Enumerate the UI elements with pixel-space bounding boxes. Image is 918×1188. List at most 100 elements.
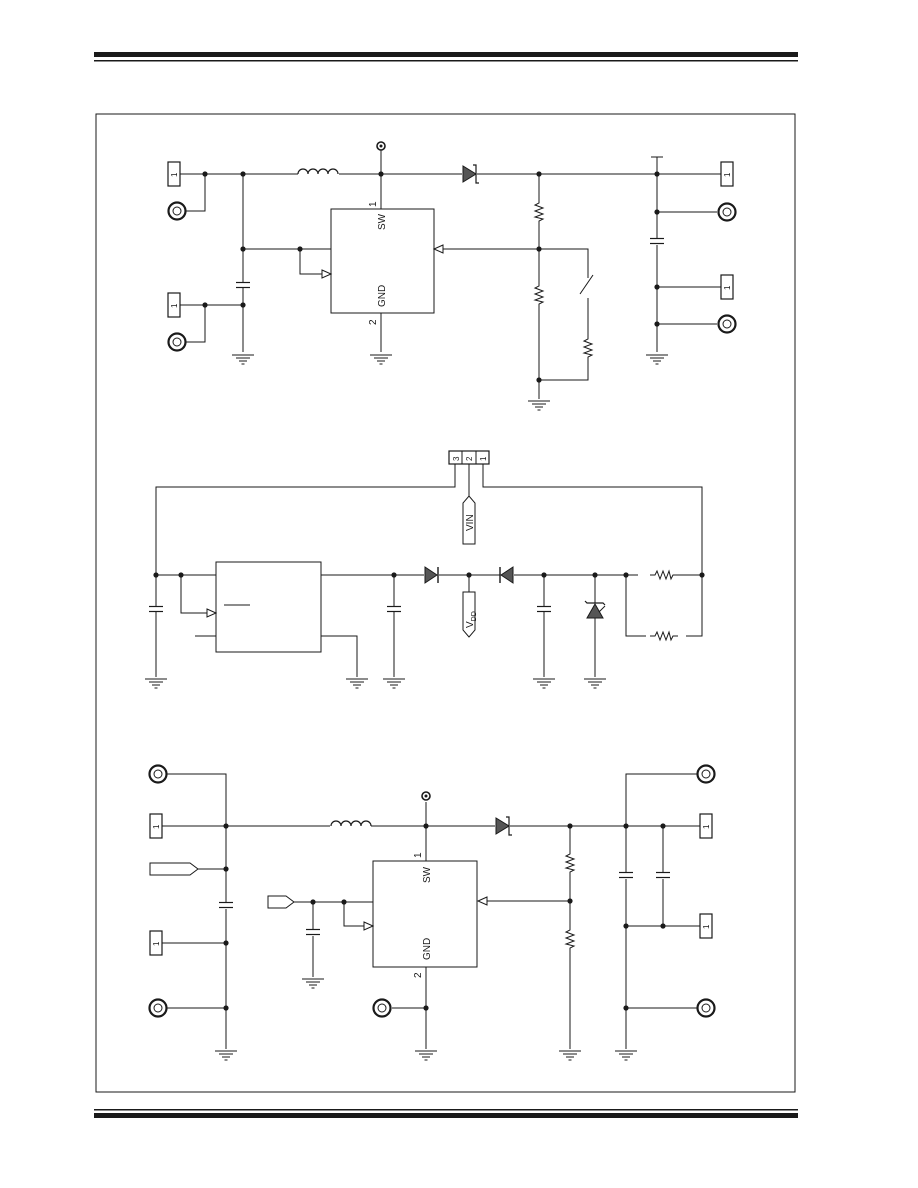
junction-dot <box>536 246 542 252</box>
svg-text:3: 3 <box>452 456 461 461</box>
ic-pin-2-number: 2 <box>368 319 379 325</box>
ic-pin-sw-label: SW <box>422 866 433 883</box>
svg-text:1: 1 <box>170 172 179 177</box>
junction-dot <box>378 171 384 177</box>
ground-icon <box>231 354 255 365</box>
single-pin-header-icon: 1 <box>149 813 163 839</box>
enable-net-flag <box>267 895 295 909</box>
test-point-ring-icon <box>696 764 716 784</box>
svg-text:VDD: VDD <box>465 611 478 628</box>
supply-circuit-middle: 3 2 1 VIN <box>144 450 705 689</box>
ic-input-arrow <box>363 921 375 931</box>
junction-dot <box>240 171 246 177</box>
junction-dot <box>699 572 705 578</box>
ground-icon <box>144 678 168 689</box>
switch-node-test-point-icon <box>421 791 431 801</box>
svg-text:1: 1 <box>702 824 711 829</box>
junction-dot <box>654 284 660 290</box>
feedback-resistor-lower <box>534 280 544 310</box>
single-pin-header-icon: 1 <box>699 913 713 939</box>
junction-dot <box>654 209 660 215</box>
junction-dot <box>660 923 666 929</box>
junction-dot <box>567 898 573 904</box>
junction-dot <box>153 572 159 578</box>
three-pin-header-icon: 3 2 1 <box>448 450 490 465</box>
junction-dot <box>297 246 303 252</box>
regulator-ic-bottom <box>372 860 478 968</box>
input-net-flag <box>149 862 199 876</box>
schottky-diode-top <box>462 164 479 184</box>
single-pin-header-icon: 1 <box>699 813 713 839</box>
ground-icon <box>214 1050 238 1061</box>
inductor-top <box>297 168 339 175</box>
junction-dot <box>240 302 246 308</box>
ic-pin-1-number: 1 <box>368 201 379 207</box>
svg-text:1: 1 <box>152 824 161 829</box>
regulator-ic-top <box>330 208 435 314</box>
ic-pin-gnd-label: GND <box>377 285 388 307</box>
junction-dot <box>541 572 547 578</box>
output-capacitor-b <box>655 871 671 879</box>
junction-dot <box>223 1005 229 1011</box>
ground-icon <box>532 678 556 689</box>
vin-net-flag: VIN <box>462 495 476 545</box>
enable-capacitor <box>305 928 321 936</box>
junction-dot <box>466 572 472 578</box>
svg-text:1: 1 <box>723 285 732 290</box>
ic-pin-2-number: 2 <box>413 972 424 978</box>
test-point-ring-icon <box>167 201 187 221</box>
input-capacitor-top <box>235 281 251 289</box>
svg-text:1: 1 <box>170 303 179 308</box>
junction-dot <box>623 823 629 829</box>
svg-text:2: 2 <box>465 456 474 461</box>
top-rule-thin <box>94 60 798 62</box>
ground-icon <box>583 678 607 689</box>
capacitor-output <box>386 605 402 613</box>
junction-dot <box>223 823 229 829</box>
junction-dot <box>223 940 229 946</box>
ground-icon <box>345 678 369 689</box>
output-capacitor-top <box>649 237 665 245</box>
junction-dot <box>423 1005 429 1011</box>
svg-text:1: 1 <box>702 924 711 929</box>
svg-text:VIN: VIN <box>465 514 476 531</box>
bottom-rule-thin <box>94 1109 798 1111</box>
regulator-ic-middle <box>215 561 322 653</box>
resistor-lower <box>649 631 679 641</box>
figure-frame <box>95 113 796 1093</box>
ground-icon <box>414 1050 438 1061</box>
test-point-ring-icon <box>717 202 737 222</box>
junction-dot <box>654 171 660 177</box>
feedback-resistor-upper-bottom <box>565 848 575 878</box>
schottky-diode-bottom <box>495 816 512 836</box>
test-point-ring-icon <box>148 998 168 1018</box>
boost-circuit-bottom: SW GND 1 2 <box>148 764 716 1061</box>
bottom-rule-thick <box>94 1113 798 1118</box>
junction-dot <box>341 899 347 905</box>
junction-dot <box>592 572 598 578</box>
ic-feedback-arrow <box>432 244 444 254</box>
single-pin-header-icon: 1 <box>167 161 181 187</box>
junction-dot <box>391 572 397 578</box>
load-resistor <box>583 333 593 363</box>
svg-text:1: 1 <box>723 172 732 177</box>
ground-icon <box>527 400 551 411</box>
diode-right <box>499 566 514 584</box>
test-point-ring-icon <box>696 998 716 1018</box>
single-pin-header-icon: 1 <box>720 274 734 300</box>
junction-dot <box>567 823 573 829</box>
svg-text:1: 1 <box>479 456 488 461</box>
junction-dot <box>178 572 184 578</box>
junction-dot <box>660 823 666 829</box>
junction-dot <box>223 866 229 872</box>
junction-dot <box>623 1005 629 1011</box>
junction-dot <box>623 923 629 929</box>
junction-dot <box>654 321 660 327</box>
capacitor-filter <box>536 605 552 613</box>
test-point-ring-icon <box>372 998 392 1018</box>
vdd-net-flag: VDD <box>462 591 478 638</box>
svg-text:1: 1 <box>152 941 161 946</box>
capacitor-left <box>148 605 164 613</box>
diode-left <box>424 566 439 584</box>
